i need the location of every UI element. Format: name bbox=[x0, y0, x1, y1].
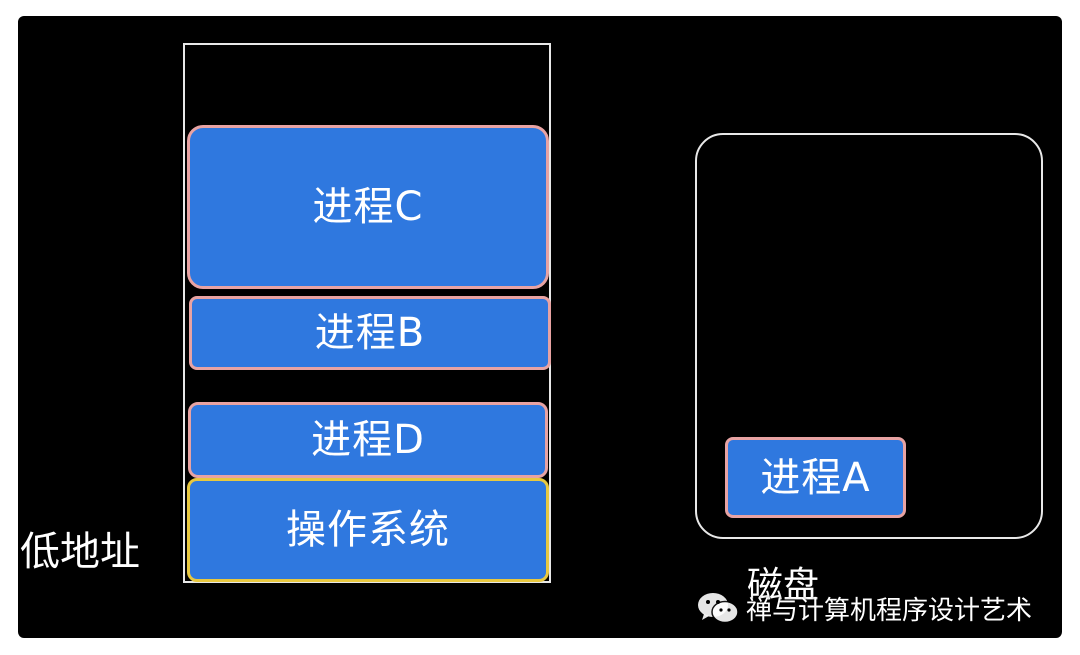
watermark-text: 禅与计算机程序设计艺术 bbox=[746, 595, 1033, 626]
process-d-label: 进程D bbox=[311, 417, 425, 463]
disk-container bbox=[695, 133, 1043, 539]
process-c-block: 进程C bbox=[187, 125, 549, 289]
operating-system-block: 操作系统 bbox=[187, 478, 549, 582]
watermark: 禅与计算机程序设计艺术 bbox=[696, 590, 1032, 626]
process-d-block: 进程D bbox=[188, 402, 548, 478]
disk-label: 磁盘 bbox=[747, 565, 820, 606]
process-b-block: 进程B bbox=[189, 296, 551, 370]
wechat-icon bbox=[698, 593, 739, 624]
diagram-canvas: 进程C 进程B 进程D 操作系统 低地址 进程A 磁盘 禅与计算机程序设计艺术 bbox=[18, 16, 1062, 638]
operating-system-label: 操作系统 bbox=[286, 507, 450, 553]
process-c-label: 进程C bbox=[312, 184, 424, 230]
process-b-label: 进程B bbox=[314, 310, 426, 356]
process-a-block: 进程A bbox=[725, 437, 906, 518]
process-a-label: 进程A bbox=[760, 454, 871, 501]
low-address-label: 低地址 bbox=[20, 529, 140, 575]
